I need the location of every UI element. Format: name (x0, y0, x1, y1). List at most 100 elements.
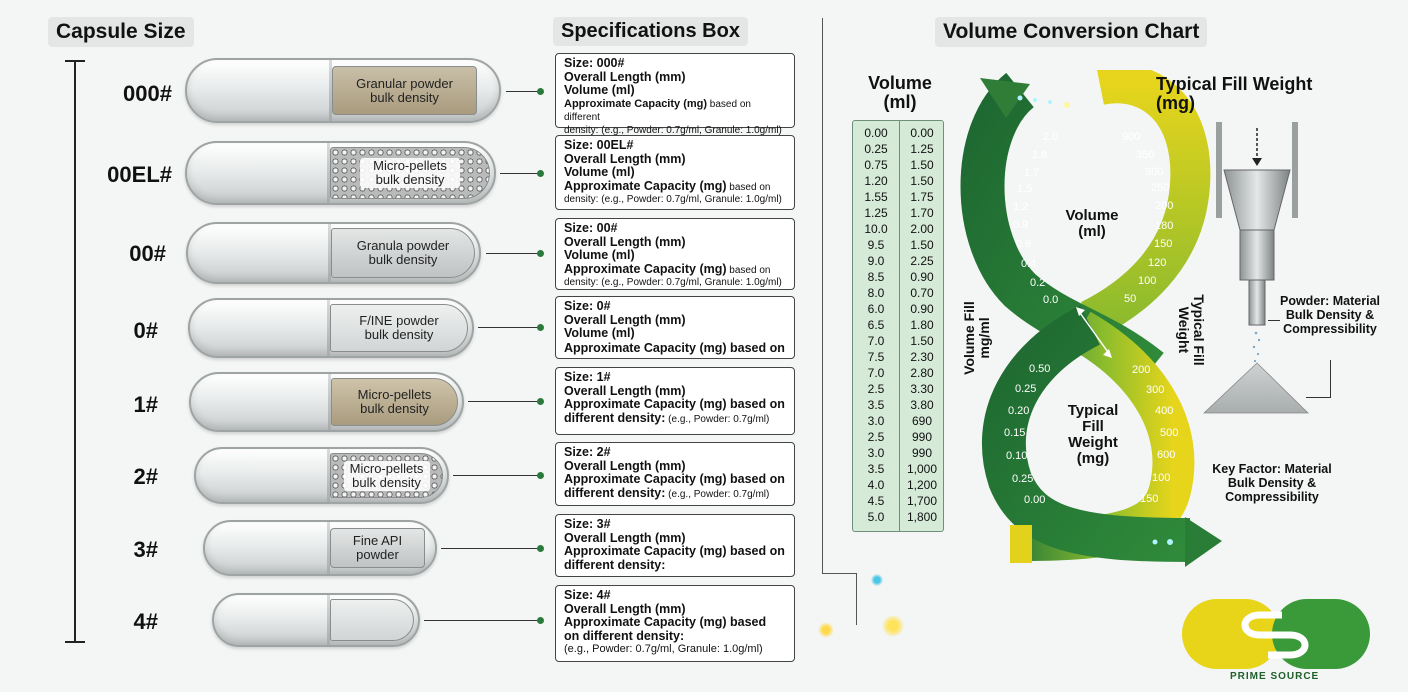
tick-label: 0.25 (1012, 473, 1034, 485)
spec-connector (424, 620, 540, 621)
spec-length: Overall Length (mm) (564, 601, 686, 616)
table-cell: 1,700 (906, 494, 938, 508)
spec-connector (506, 91, 540, 92)
capsule-size-title: Capsule Size (48, 17, 194, 47)
table-cell: 8.0 (867, 286, 885, 300)
green-band-lower (981, 305, 1191, 562)
capsule-00: Granula powder bulk density (186, 222, 481, 284)
tick-label: 0.20 (1008, 405, 1030, 417)
spec-capacity-suffix: based on different (564, 98, 751, 124)
powder-note: Powder: Material Bulk Density & Compress… (1279, 294, 1381, 336)
spec-density-note: (e.g., Powder: 0.7g/ml, Granule: 1.0g/ml… (564, 643, 763, 655)
table-cell: 0.70 (910, 286, 934, 300)
spec-connector (441, 548, 540, 549)
spec-box-00: Size: 00# Overall Length (mm) Volume (ml… (555, 218, 795, 290)
spec-connector (478, 327, 540, 328)
tick-label: 0.0 (1043, 294, 1059, 306)
table-cell: 9.0 (867, 254, 885, 268)
spec-capacity: Approximate Capacity (mg) based on (564, 397, 785, 411)
capsule-fill-label: Micro-pellets bulk density (343, 460, 430, 491)
table-cell: 7.0 (867, 366, 885, 380)
tick-label: 0.9 (1013, 219, 1029, 231)
table-cell: 8.5 (867, 270, 885, 284)
spec-volume: Volume (ml) (564, 326, 635, 340)
spec-size: Size: 3# (564, 517, 611, 531)
key-factor-line-v (1330, 360, 1331, 398)
spec-capacity: Approximate Capacity (mg) based (564, 615, 767, 629)
spec-capacity: Approximate Capacity (mg) based on (564, 544, 785, 558)
tick-label: 150 (1140, 493, 1159, 505)
spec-connector-dot (537, 472, 544, 479)
circuit-glow-2 (818, 622, 834, 638)
spec-capacity: Approximate Capacity (mg) based on (564, 340, 785, 355)
spec-capacity-suffix: based on (726, 181, 771, 193)
tick-label: 400 (1155, 405, 1174, 417)
spec-connector-dot (537, 398, 544, 405)
table-cell: 2.80 (910, 366, 934, 380)
capsule-000: Granular powder bulk density (185, 58, 501, 123)
spec-size: Size: 1# (564, 370, 611, 384)
table-cell: 9.5 (867, 238, 885, 252)
spec-size: Size: 00# (564, 221, 618, 235)
table-cell: 2.00 (910, 222, 934, 236)
tick-label: 1.5 (1017, 183, 1033, 195)
spec-capacity: Approximate Capacity (mg) (564, 261, 727, 276)
spec-density-note: (e.g., Powder: 0.7g/ml) (665, 488, 770, 500)
spec-density: different density: (564, 410, 666, 425)
tick-label: 300 (1145, 166, 1164, 178)
tick-label: 50 (1124, 293, 1137, 305)
spec-density: on different density: (564, 628, 685, 643)
tick-label: 2.0 (1043, 131, 1059, 143)
capsule-fill: Micro-pellets bulk density (331, 378, 458, 426)
capsule-size-label: 4# (133, 609, 158, 634)
capsule-4 (212, 593, 420, 647)
tick-label: 0.15 (1004, 427, 1026, 439)
spec-connector (486, 253, 540, 254)
capsule-fill-label: Fine API powder (352, 533, 403, 562)
table-cell: 7.0 (867, 334, 885, 348)
spec-box-0: Size: 0# Overall Length (mm) Volume (ml)… (555, 296, 795, 359)
table-cell: 990 (911, 446, 933, 460)
table-cell: 1.25 (910, 142, 934, 156)
yellow-band-upper (1080, 70, 1211, 338)
table-cell: 10.0 (864, 222, 888, 236)
spec-connector (468, 401, 540, 402)
table-cell: 1.50 (910, 158, 934, 172)
spec-box-1: Size: 1# Overall Length (mm) Approximate… (555, 367, 795, 435)
spec-density-note: density: (e.g., Powder: 0.7g/ml, Granule… (564, 124, 782, 136)
spec-box-2: Size: 2# Overall Length (mm) Approximate… (555, 442, 795, 506)
spec-size: Size: 000# (564, 56, 625, 70)
table-cell: 0.25 (864, 142, 888, 156)
prime-source-logo (1182, 599, 1370, 669)
capsule-fill: Micro-pellets bulk density (330, 453, 443, 498)
capsule-size-label: 2# (133, 464, 158, 489)
spec-box-000: Size: 000# Overall Length (mm) Volume (m… (555, 53, 795, 136)
table-cell: 6.5 (867, 318, 885, 332)
spec-size: Size: 0# (564, 299, 611, 313)
table-cell: 4.0 (867, 478, 885, 492)
spec-connector-dot (537, 545, 544, 552)
spec-density-note: density: (e.g., Powder: 0.7g/ml, Granule… (564, 194, 782, 205)
spec-volume: Volume (ml) (564, 248, 635, 262)
table-cell: 1.55 (864, 190, 888, 204)
table-cell: 5.0 (867, 510, 885, 524)
spec-connector-dot (537, 250, 544, 257)
table-cell: 7.5 (867, 350, 885, 364)
spec-connector-dot (537, 88, 544, 95)
specifications-box-title: Specifications Box (553, 17, 748, 46)
table-cell: 0.00 (864, 126, 888, 140)
capsule-fill-label: Granular powder bulk density (356, 75, 453, 105)
spec-length: Overall Length (mm) (564, 458, 686, 473)
table-cell: 2.30 (910, 350, 934, 364)
table-cell: 1,800 (906, 510, 938, 524)
tick-label: 120 (1148, 257, 1167, 269)
capsule-fill (330, 599, 414, 641)
capsule-fill-label: Micro-pellets bulk density (360, 158, 460, 188)
spec-box-4: Size: 4# Overall Length (mm) Approximate… (555, 585, 795, 662)
spec-volume: Volume (ml) (564, 83, 635, 97)
capsule-size-label: 3# (133, 537, 158, 562)
table-cell: 3.0 (867, 446, 885, 460)
table-cell: 6.0 (867, 302, 885, 316)
capsule-fill: F/INE powder bulk density (330, 304, 468, 352)
tick-label: 0.4 (1021, 258, 1037, 270)
